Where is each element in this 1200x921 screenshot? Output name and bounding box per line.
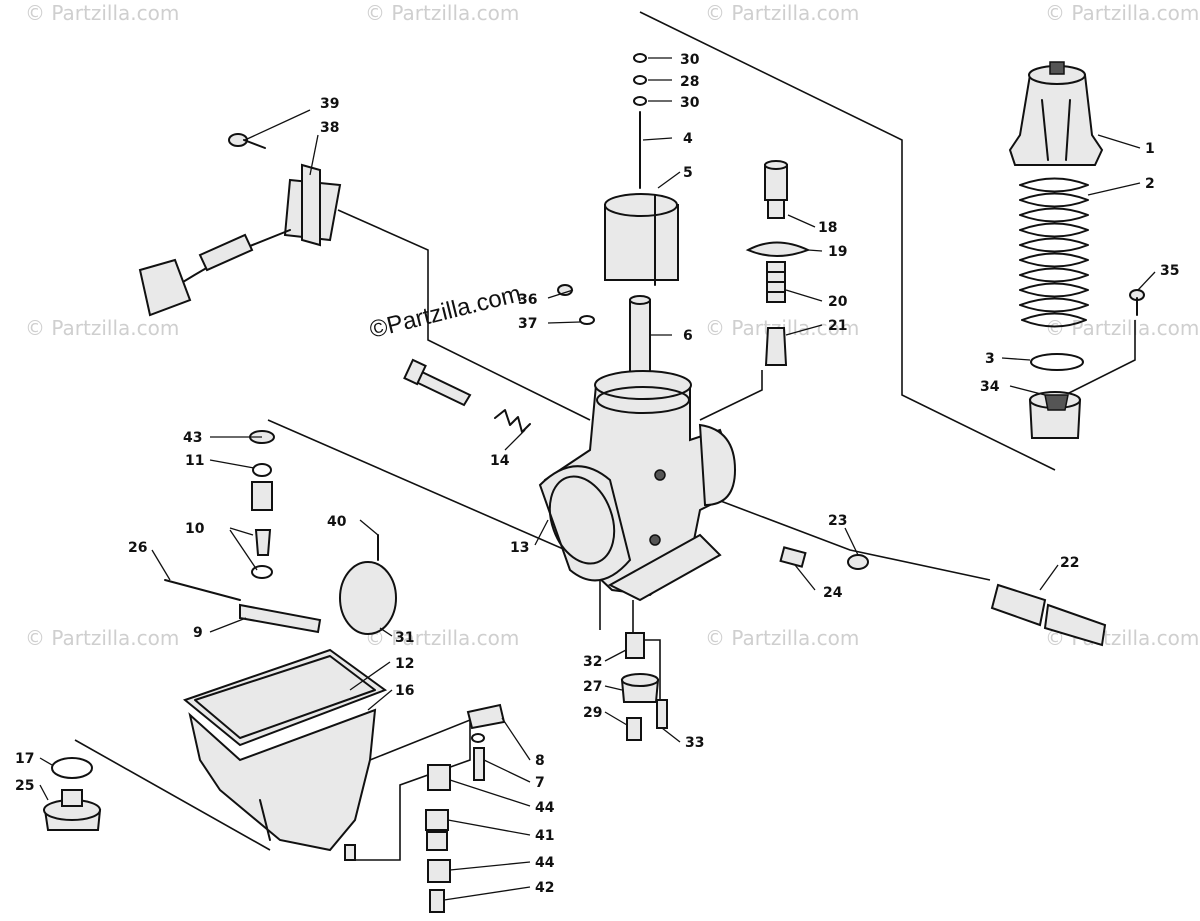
idle-screw-24 (779, 546, 807, 568)
throttle-return-spring (1019, 177, 1089, 328)
carburetor-body (538, 370, 737, 602)
drain-plug (43, 757, 102, 831)
callout-39: 39 (320, 96, 339, 112)
watermark-text: © Partzilla.com (705, 1, 859, 25)
needle-holder (1028, 391, 1082, 439)
air-screw (403, 358, 472, 407)
pilot-screw-assembly (745, 160, 811, 366)
callout-3: 3 (985, 351, 995, 367)
callout-19: 19 (828, 244, 847, 260)
needle-jet (629, 295, 651, 386)
throttle-switch-assembly (138, 133, 342, 317)
watermark-text: © Partzilla.com (25, 626, 179, 650)
leader-lines (39, 57, 1156, 901)
callout-33: 33 (685, 735, 704, 751)
float-pin (164, 579, 241, 601)
brand-stamp: ©Partzilla.com (367, 280, 524, 344)
callout-5: 5 (683, 165, 693, 181)
throttle-valve (604, 193, 679, 286)
idle-screw-23 (847, 554, 869, 570)
callout-20: 20 (828, 294, 848, 310)
callout-1: 1 (1145, 141, 1155, 157)
callout-44-top: 44 (535, 800, 555, 816)
callout-9: 9 (193, 625, 203, 641)
watermark-text: © Partzilla.com (705, 626, 859, 650)
callout-28: 28 (680, 74, 699, 90)
callout-7: 7 (535, 775, 545, 791)
callout-29: 29 (583, 705, 602, 721)
callout-30-bottom: 30 (680, 95, 700, 111)
callout-43: 43 (183, 430, 202, 446)
watermark-layer: © Partzilla.com © Partzilla.com © Partzi… (25, 1, 1199, 650)
float-arm (239, 603, 322, 634)
callout-30-top: 30 (680, 52, 700, 68)
cable-sleeve (990, 583, 1107, 647)
watermark-text: © Partzilla.com (365, 1, 519, 25)
callout-labels: 1 2 3 4 5 6 7 8 9 10 11 12 13 14 16 17 1… (15, 52, 1179, 896)
spring-seat-plate (1030, 353, 1084, 371)
callout-13: 13 (510, 540, 529, 556)
callout-26: 26 (128, 540, 147, 556)
float (339, 534, 397, 635)
callout-14: 14 (490, 453, 510, 469)
watermark-text: © Partzilla.com (25, 316, 179, 340)
watermark-text: © Partzilla.com (1045, 1, 1199, 25)
callout-41: 41 (535, 828, 554, 844)
watermark-text: © Partzilla.com (25, 1, 179, 25)
callout-18: 18 (818, 220, 837, 236)
callout-8: 8 (535, 753, 545, 769)
callout-40: 40 (327, 514, 347, 530)
callout-10: 10 (185, 521, 205, 537)
callout-11: 11 (185, 453, 204, 469)
callout-38: 38 (320, 120, 339, 136)
callout-21: 21 (828, 318, 847, 334)
hose-clamp-stack (425, 764, 451, 913)
needle-washers (633, 53, 647, 106)
callout-31: 31 (395, 630, 414, 646)
callout-36: 36 (518, 292, 537, 308)
float-bowl (182, 648, 388, 861)
callout-42: 42 (535, 880, 554, 896)
callout-12: 12 (395, 656, 414, 672)
callout-24: 24 (823, 585, 843, 601)
callout-44-bottom: 44 (535, 855, 555, 871)
jet-stack (620, 632, 668, 741)
callout-34: 34 (980, 379, 1000, 395)
callout-32: 32 (583, 654, 602, 670)
small-screw-35 (1129, 289, 1145, 316)
float-valve-stack (249, 430, 275, 579)
watermark-text: © Partzilla.com (1045, 316, 1199, 340)
callout-37: 37 (518, 316, 537, 332)
carburetor-top-cap (1008, 61, 1104, 166)
assembly-lines (74, 11, 1136, 861)
callout-16: 16 (395, 683, 414, 699)
callout-17: 17 (15, 751, 34, 767)
callout-22: 22 (1060, 555, 1079, 571)
callout-23: 23 (828, 513, 847, 529)
bracket-plate (466, 703, 506, 781)
callout-35: 35 (1160, 263, 1179, 279)
callout-4: 4 (683, 131, 693, 147)
callout-27: 27 (583, 679, 602, 695)
air-screw-spring (494, 409, 531, 433)
callout-25: 25 (15, 778, 34, 794)
callout-6: 6 (683, 328, 693, 344)
callout-2: 2 (1145, 176, 1155, 192)
watermark-text: © Partzilla.com (365, 626, 519, 650)
washer-37 (579, 315, 595, 325)
